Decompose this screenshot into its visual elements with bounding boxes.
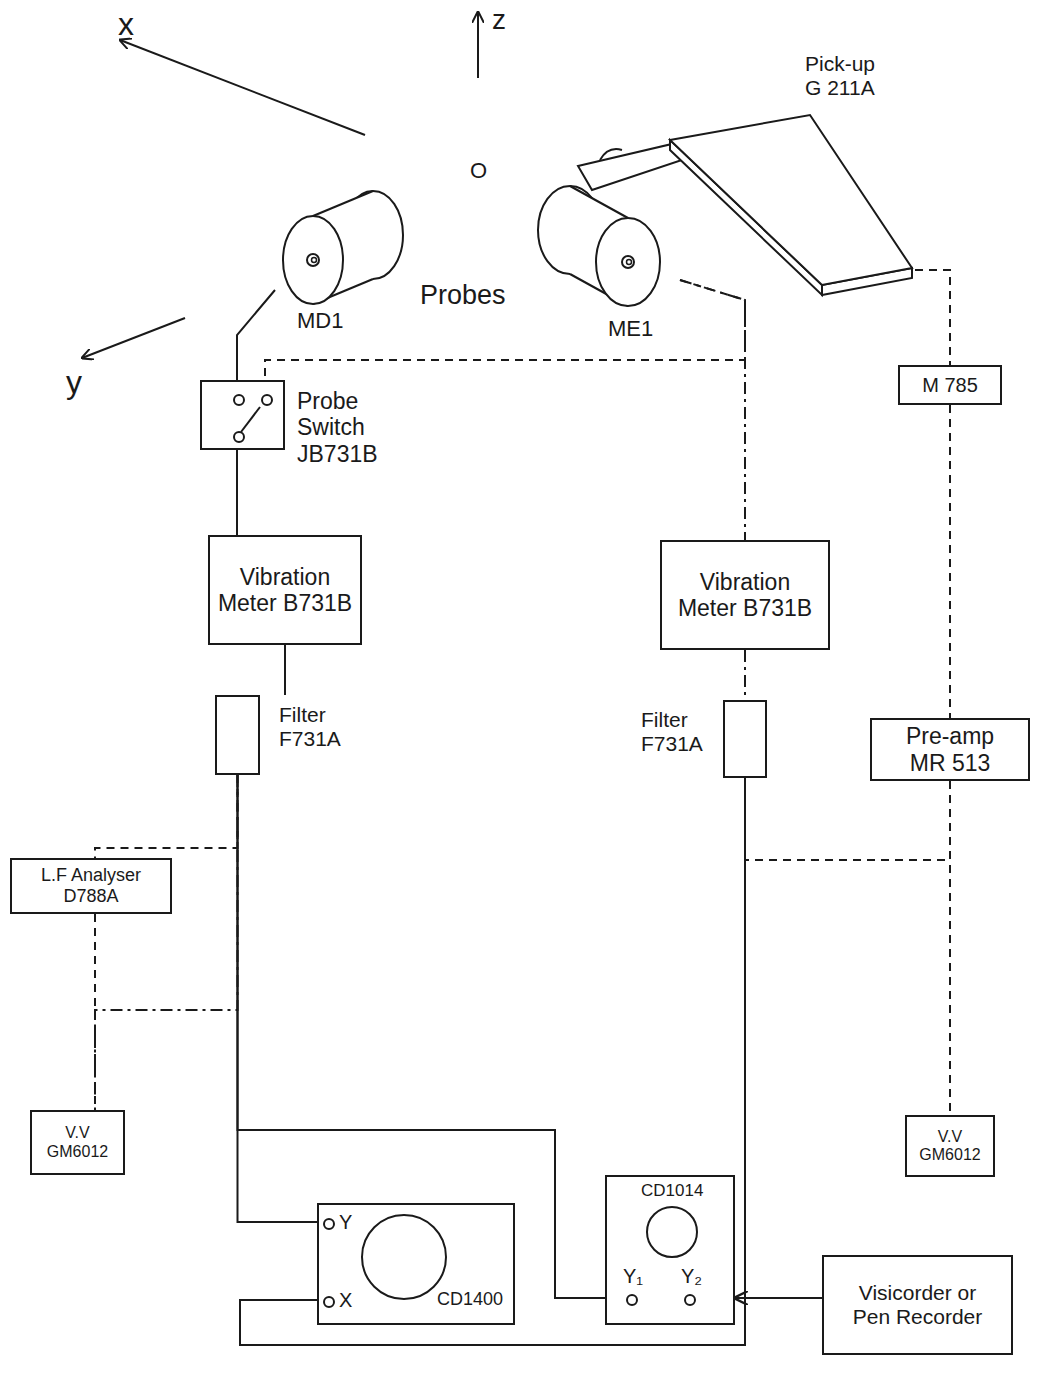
probe-back xyxy=(538,186,602,274)
probe-edge xyxy=(313,191,373,216)
node-label: L.F Analyser D788A xyxy=(21,865,161,906)
filter: Filter F731A xyxy=(215,695,260,775)
pickup: Pick-up G 211A xyxy=(665,110,915,300)
node-label: CD1014 xyxy=(641,1181,703,1201)
switch-blade xyxy=(241,407,260,432)
signal-line xyxy=(238,775,318,1222)
node-label: Pre-amp MR 513 xyxy=(895,723,1005,776)
node-label: Y xyxy=(339,1211,352,1234)
vibration-meter: Vibration Meter B731B xyxy=(208,535,362,645)
signal-line xyxy=(680,280,745,540)
node-label: Probe Switch JB731B xyxy=(297,388,378,467)
node-label: Filter F731A xyxy=(279,703,341,751)
pickup-clamp xyxy=(600,149,622,160)
axis-label: z xyxy=(492,6,506,34)
axis-label: x xyxy=(118,8,134,40)
probe-connector-pin xyxy=(312,258,317,263)
probe-body xyxy=(570,186,628,306)
switch-contact xyxy=(234,395,244,405)
signal-line xyxy=(237,290,275,380)
switch-contact xyxy=(262,395,272,405)
axis-label: O xyxy=(470,160,487,182)
probe-edge xyxy=(313,279,373,304)
signal-line xyxy=(744,650,746,700)
filter: Filter F731A xyxy=(723,700,767,778)
pickup-side xyxy=(670,140,822,295)
terminal xyxy=(324,1219,334,1229)
node-label: MD1 xyxy=(297,308,343,333)
oscilloscope: CD1014Y₁ Y₂ xyxy=(605,1175,735,1325)
analyser: L.F Analyser D788A xyxy=(10,858,172,914)
pickup-side xyxy=(822,268,912,295)
vibration-meter: Vibration Meter B731B xyxy=(660,540,830,650)
shape-outline xyxy=(202,382,283,448)
scope-screen xyxy=(362,1215,446,1299)
signal-line xyxy=(240,778,745,1345)
process-box: M 785 xyxy=(898,365,1002,405)
pickup-top xyxy=(670,115,912,285)
node-label: V.V GM6012 xyxy=(42,1124,114,1161)
node-label: ME1 xyxy=(608,316,653,341)
signal-line xyxy=(735,1297,822,1299)
shape-outline xyxy=(530,180,680,345)
preamp: Pre-amp MR 513 xyxy=(870,718,1030,781)
x-axis xyxy=(120,40,365,135)
shape-outline xyxy=(607,1177,733,1323)
y-axis xyxy=(82,318,185,358)
node-label: Visicorder or Pen Recorder xyxy=(851,1281,985,1329)
node-label: Y₁ xyxy=(623,1265,643,1288)
node-label: X xyxy=(339,1289,352,1312)
probe-connector xyxy=(307,254,319,266)
shape-outline xyxy=(275,190,415,340)
probe-edge xyxy=(570,274,628,306)
group-label: Probes xyxy=(420,282,506,309)
probe-md1: MD1 xyxy=(275,190,415,340)
terminal xyxy=(685,1295,695,1305)
node-label: M 785 xyxy=(922,374,978,397)
recorder: Visicorder or Pen Recorder xyxy=(822,1255,1013,1355)
z-axis xyxy=(477,12,479,78)
scope-screen xyxy=(647,1207,697,1257)
signal-line xyxy=(284,645,286,695)
probe-body xyxy=(313,191,373,304)
signal-line xyxy=(95,775,238,1110)
node-label: Pick-up G 211A xyxy=(805,52,887,100)
signal-line xyxy=(238,775,606,1298)
signal-line xyxy=(236,450,238,535)
oscilloscope: Y X CD1400 xyxy=(317,1203,515,1325)
signal-line xyxy=(915,270,950,365)
axis-label: y xyxy=(66,366,82,398)
terminal xyxy=(324,1297,334,1307)
node-label: Y₂ xyxy=(681,1265,702,1288)
probe-back xyxy=(343,191,403,279)
signal-line xyxy=(949,781,951,1115)
node-label: Vibration Meter B731B xyxy=(215,564,355,617)
probe-me1: ME1 xyxy=(530,180,680,345)
shape-outline xyxy=(319,1205,513,1323)
probe-switch: Probe Switch JB731B xyxy=(200,380,285,450)
probe-connector xyxy=(622,256,634,268)
pickup-bracket xyxy=(578,144,682,190)
signal-line xyxy=(240,781,950,1345)
probe-edge xyxy=(570,186,628,218)
signal-line xyxy=(265,280,745,380)
node-label: V.V GM6012 xyxy=(914,1128,986,1165)
probe-face xyxy=(596,218,660,306)
voltmeter: V.V GM6012 xyxy=(30,1110,125,1175)
probe-face xyxy=(283,216,343,304)
signal-line xyxy=(949,405,951,718)
terminal xyxy=(627,1295,637,1305)
probe-connector-pin xyxy=(627,260,632,265)
node-label: Filter F731A xyxy=(641,708,719,756)
signal-line xyxy=(95,775,238,858)
node-label: CD1400 xyxy=(437,1289,503,1310)
shape-outline xyxy=(665,110,915,300)
node-label: Vibration Meter B731B xyxy=(675,569,815,622)
switch-pivot xyxy=(234,432,244,442)
voltmeter: V.V GM6012 xyxy=(905,1115,995,1177)
